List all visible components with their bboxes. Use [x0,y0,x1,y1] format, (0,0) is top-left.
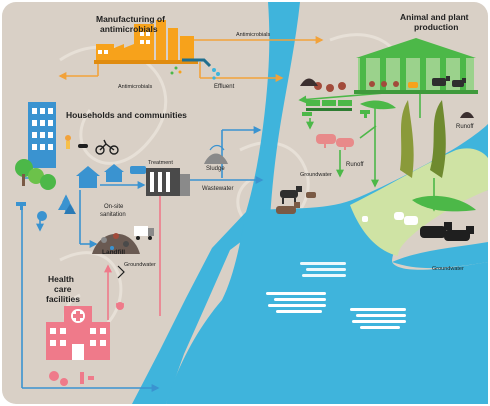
label-health-3: facilities [46,294,80,304]
house-icon [76,164,146,188]
barn-animals [369,76,466,88]
truck-icon [134,226,154,240]
trees-right [360,100,476,212]
label-animal-2: production [414,22,458,32]
label-onsite-1: On-site [104,204,124,210]
people-icon [65,135,88,149]
bicycle-icon [95,139,119,155]
office-building-icon [28,102,56,168]
hospital-icon [46,306,110,360]
label-animal-1: Animal and plant [400,12,469,22]
label-households: Households and communities [66,110,187,120]
label-onsite-2: sanitation [100,212,126,218]
sludge-pile-icon [204,144,228,164]
label-runoff-right: Runoff [456,124,474,130]
label-groundwater-farm: Groundwater [300,172,332,178]
tap-icon [16,110,370,210]
goat-icon [276,186,316,214]
produce-crates [306,100,352,111]
label-treatment: Treatment [148,160,173,166]
trash-pile-icon [92,233,140,254]
label-antimicrobials-top: Antimicrobials [236,32,270,38]
label-effluent: Effluent [214,84,235,90]
treatment-plant-icon [146,168,190,196]
onsite-sanitation-icon [37,196,76,221]
label-runoff-farm: Runoff [346,162,364,168]
tree-icon [15,159,56,190]
runoff-pile-icon [300,78,474,118]
factory-icon [94,20,198,64]
label-manufacturing-2: antimicrobials [100,24,158,34]
fish-school-icon [266,262,406,329]
effluent-pipe-icon [170,58,220,80]
cow-icon [362,212,474,241]
groundwater-drop-icon [117,265,125,279]
label-groundwater-right: Groundwater [432,266,464,272]
label-wastewater: Wastewater [202,186,233,192]
medical-waste-icon [49,302,124,386]
label-landfill: Landfill [102,249,125,256]
label-health-2: care [54,284,72,294]
label-manufacturing-1: Manufacturing of [96,14,165,24]
greenhouse-icon [354,38,478,94]
label-antimicrobials-left: Antimicrobials [118,84,152,90]
label-health-1: Health [48,274,74,284]
label-sludge: Sludge [206,166,225,172]
label-groundwater-landfill: Groundwater [124,262,156,268]
pig-icon [316,134,354,150]
